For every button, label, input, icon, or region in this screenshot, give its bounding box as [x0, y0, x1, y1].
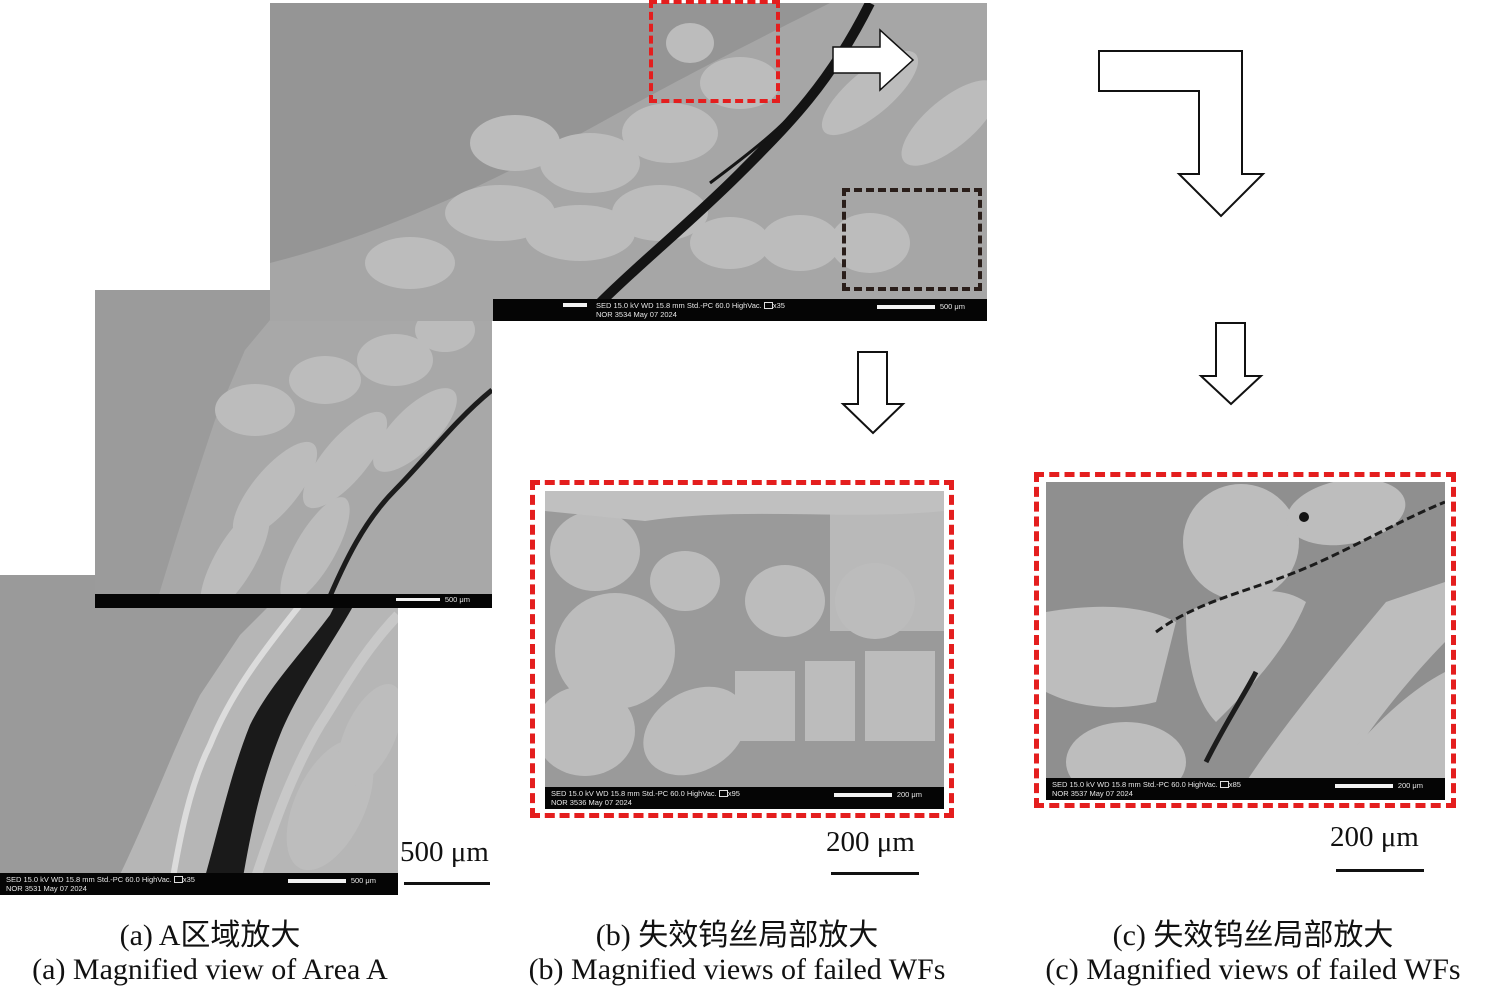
sem-databar-top: SED 15.0 kV WD 15.8 mm Std.-PC 60.0 High…: [493, 299, 987, 321]
sem-scalebar-bottom: [288, 879, 346, 883]
panel-c-frame: [1034, 472, 1456, 808]
caption-a-chinese: (a) A区域放大: [119, 919, 301, 952]
sem-texture: [95, 290, 492, 608]
caption-c-english: (c) Magnified views of failed WFs: [1045, 953, 1461, 986]
sem-databar-middle: 500 μm: [95, 594, 492, 608]
sem-image-top: SED 15.0 kV WD 15.8 mm Std.-PC 60.0 High…: [270, 3, 987, 321]
caption-a-english: (a) Magnified view of Area A: [32, 953, 388, 986]
scale-bar-b: [831, 872, 919, 875]
camera-icon: [763, 302, 773, 309]
sem-image-b: SED 15.0 kV WD 15.8 mm Std.-PC 60.0 High…: [545, 491, 944, 809]
panel-b-frame: [530, 480, 954, 818]
sem-texture: [545, 491, 944, 809]
red-region-marker: [649, 0, 780, 103]
sem-scalebar-stub: [563, 303, 587, 307]
camera-icon: [718, 790, 728, 797]
sem-scalebar-middle: [396, 598, 440, 601]
scale-bar-a: [404, 882, 490, 885]
camera-icon: [1219, 781, 1229, 788]
sem-image-c: SED 15.0 kV WD 15.8 mm Std.-PC 60.0 High…: [1046, 482, 1445, 800]
camera-icon: [173, 876, 183, 883]
sem-scalebar-c: [1335, 784, 1393, 788]
dark-region-marker: [842, 188, 982, 291]
turn-down-arrow-icon: [1098, 50, 1266, 218]
caption-b-english: (b) Magnified views of failed WFs: [528, 953, 946, 986]
down-arrow-icon: [840, 351, 906, 435]
sem-texture: [1046, 482, 1445, 800]
sem-texture: [270, 3, 987, 321]
sem-databar-b: SED 15.0 kV WD 15.8 mm Std.-PC 60.0 High…: [545, 787, 944, 809]
sem-databar-c: SED 15.0 kV WD 15.8 mm Std.-PC 60.0 High…: [1046, 778, 1445, 800]
down-arrow-icon: [1198, 322, 1264, 406]
sem-image-middle: 500 μm: [95, 290, 492, 608]
sem-scalebar-top: [877, 305, 935, 309]
sem-image-bottom: SED 15.0 kV WD 15.8 mm Std.-PC 60.0 High…: [0, 575, 398, 895]
caption-b-chinese: (b) 失效钨丝局部放大: [595, 919, 879, 952]
sem-scalebar-b: [834, 793, 892, 797]
scale-bar-c: [1336, 869, 1424, 872]
caption-c-chinese: (c) 失效钨丝局部放大: [1112, 919, 1394, 952]
sem-databar-bottom: SED 15.0 kV WD 15.8 mm Std.-PC 60.0 High…: [0, 873, 398, 895]
scale-label-c: 200 μm: [1330, 821, 1419, 853]
scale-label-a: 500 μm: [400, 836, 489, 868]
sem-texture: [0, 575, 398, 895]
scale-label-b: 200 μm: [826, 826, 915, 858]
